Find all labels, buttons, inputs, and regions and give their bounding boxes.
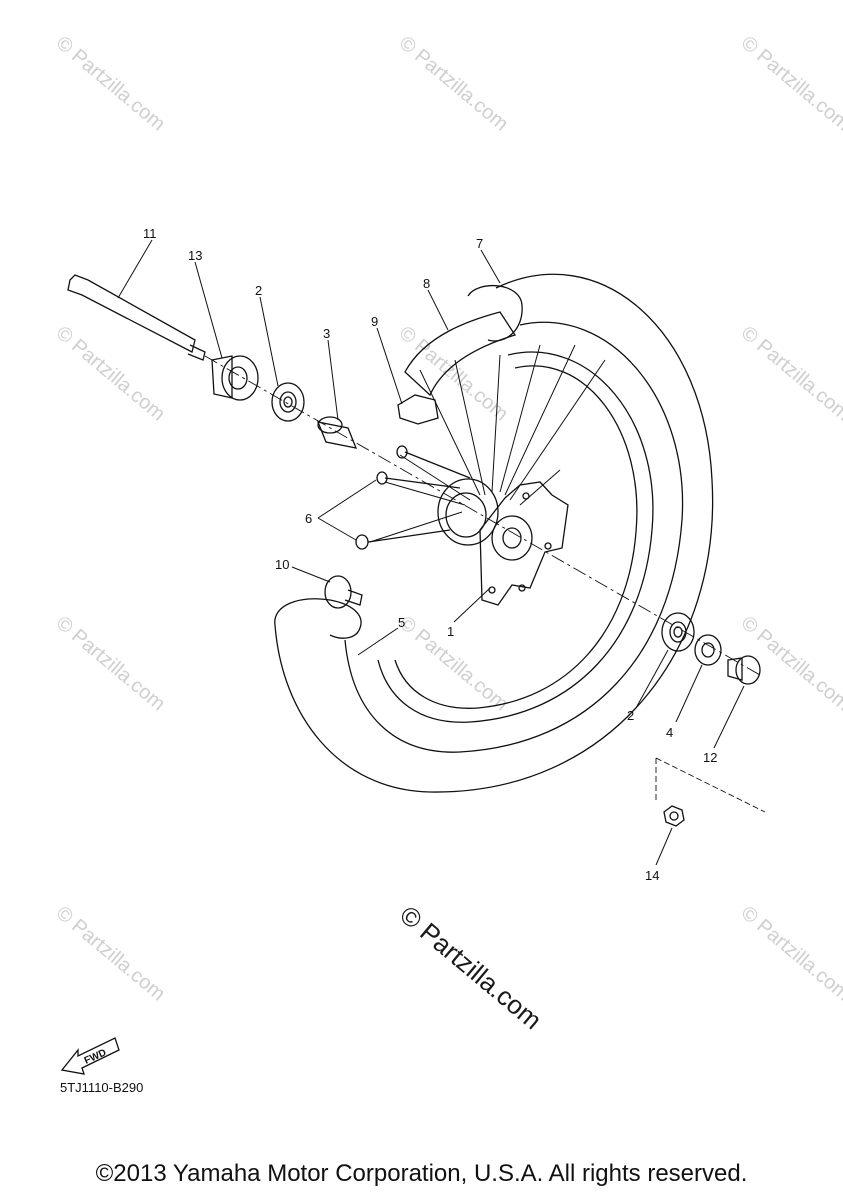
collar-part-13 bbox=[211, 355, 259, 401]
callout-10: 10 bbox=[275, 557, 289, 572]
watermark-mr: © Partzilla.com bbox=[737, 322, 843, 425]
valve-part-10 bbox=[324, 575, 363, 609]
watermark-bl: © Partzilla.com bbox=[52, 902, 169, 1005]
tire-outline bbox=[274, 273, 714, 793]
callout-7: 7 bbox=[476, 236, 483, 251]
callout-2-right: 2 bbox=[627, 708, 634, 723]
bolts-part-6 bbox=[355, 445, 471, 550]
callout-5: 5 bbox=[398, 615, 405, 630]
watermark-center: © Partzilla.com bbox=[394, 900, 547, 1036]
bearing-part-2-left bbox=[271, 382, 305, 422]
callout-8: 8 bbox=[423, 276, 430, 291]
watermark-mc: © Partzilla.com bbox=[395, 322, 512, 425]
tire-cut-bottom bbox=[274, 598, 362, 639]
rim-band-part-8 bbox=[404, 311, 517, 397]
watermark-tl: © Partzilla.com bbox=[52, 32, 169, 135]
nut-part-14 bbox=[663, 805, 685, 827]
axle-centerline bbox=[204, 355, 761, 676]
fwd-label: FWD bbox=[83, 1047, 108, 1066]
rim-inner bbox=[394, 365, 638, 709]
callout-14: 14 bbox=[645, 868, 659, 883]
watermark-tc: © Partzilla.com bbox=[395, 32, 512, 135]
watermark-br: © Partzilla.com bbox=[737, 902, 843, 1005]
nut-bracket bbox=[655, 757, 766, 813]
callout-labels: 11 13 2 3 9 8 7 6 10 5 1 2 4 12 14 bbox=[143, 226, 717, 883]
callout-2-left: 2 bbox=[255, 283, 262, 298]
washer-part-4 bbox=[694, 634, 722, 666]
bearing-part-2-right bbox=[661, 612, 695, 652]
copyright-notice: ©2013 Yamaha Motor Corporation, U.S.A. A… bbox=[95, 1160, 748, 1187]
leader-lines bbox=[117, 239, 745, 866]
callout-3: 3 bbox=[323, 326, 330, 341]
tire-inner-edge bbox=[344, 321, 684, 753]
watermark-layer: © Partzilla.com © Partzilla.com © Partzi… bbox=[52, 32, 843, 1035]
callout-12: 12 bbox=[703, 750, 717, 765]
spacer-part-3 bbox=[316, 416, 358, 449]
valve-part-9 bbox=[397, 394, 439, 425]
axle-part-11 bbox=[67, 274, 206, 361]
fwd-arrow-icon: FWD bbox=[60, 1037, 120, 1075]
watermark-tr: © Partzilla.com bbox=[737, 32, 843, 135]
hub-part-1 bbox=[437, 478, 569, 606]
callout-4: 4 bbox=[666, 725, 673, 740]
spokes bbox=[369, 344, 606, 543]
rim-outer bbox=[377, 351, 654, 723]
watermark-lr: © Partzilla.com bbox=[737, 612, 843, 715]
diagram-code: 5TJ1110-B290 bbox=[60, 1080, 143, 1095]
callout-13: 13 bbox=[188, 248, 202, 263]
watermark-ll: © Partzilla.com bbox=[52, 612, 169, 715]
callout-6: 6 bbox=[305, 511, 312, 526]
callout-1: 1 bbox=[447, 624, 454, 639]
wheel-assembly bbox=[67, 273, 766, 827]
callout-9: 9 bbox=[371, 314, 378, 329]
callout-11: 11 bbox=[143, 226, 157, 241]
watermark-ml: © Partzilla.com bbox=[52, 322, 169, 425]
collar-part-12 bbox=[727, 655, 761, 685]
